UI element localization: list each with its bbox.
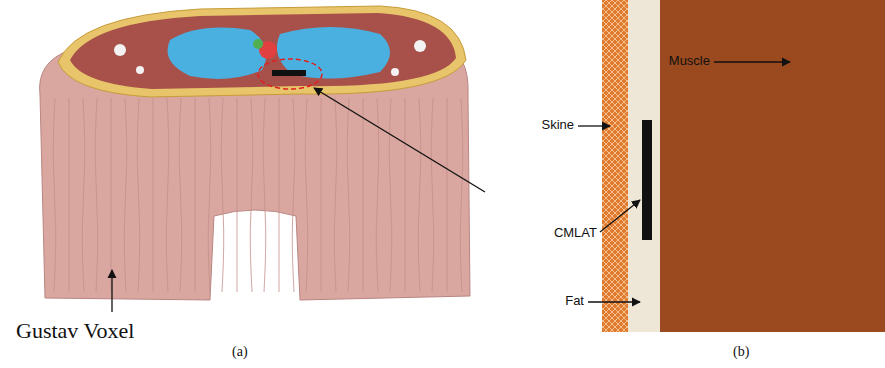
texture-stroke: [292, 98, 294, 292]
texture-stroke: [221, 98, 223, 292]
leader-line: [714, 61, 790, 62]
texture-stroke: [250, 98, 252, 292]
texture-stroke: [263, 98, 265, 292]
leader-line: [111, 270, 112, 312]
panel-label: (a): [232, 344, 248, 360]
texture-stroke: [347, 98, 349, 292]
texture-stroke: [69, 98, 70, 292]
texture-stroke: [418, 98, 420, 292]
texture-stroke: [447, 98, 448, 292]
leader-line: [314, 88, 485, 192]
texture-stroke: [95, 98, 97, 292]
tissue-layers: [602, 0, 885, 332]
texture-stroke: [279, 98, 280, 292]
texture-stroke: [53, 98, 55, 292]
texture-stroke: [166, 98, 168, 292]
texture-stroke: [137, 98, 139, 292]
tissue-label: Skine: [541, 118, 574, 133]
texture-stroke: [305, 98, 307, 292]
texture-stroke: [405, 98, 406, 292]
texture-stroke: [321, 98, 322, 292]
texture-stroke: [195, 98, 196, 292]
texture-stroke: [389, 98, 391, 292]
model-name: Gustav Voxel: [16, 318, 134, 343]
texture-stroke: [124, 98, 126, 292]
texture-stroke: [237, 98, 238, 292]
texture-stroke: [179, 98, 181, 292]
leader-line: [588, 301, 640, 302]
texture-stroke: [363, 98, 364, 292]
texture-stroke: [431, 98, 433, 292]
panel-label: (b): [733, 344, 749, 360]
leader-line: [578, 125, 610, 126]
torso-model: [40, 6, 470, 300]
texture-stroke: [153, 98, 154, 292]
tissue-label: Fat: [565, 294, 584, 309]
texture-stroke: [334, 98, 336, 292]
tissue-label: Muscle: [669, 54, 710, 69]
leader-line: [600, 200, 640, 232]
component-label: CMLAT: [554, 226, 597, 241]
texture-stroke: [111, 98, 112, 292]
texture-stroke: [460, 98, 462, 292]
texture-stroke: [82, 98, 84, 292]
texture-stroke: [208, 98, 210, 292]
